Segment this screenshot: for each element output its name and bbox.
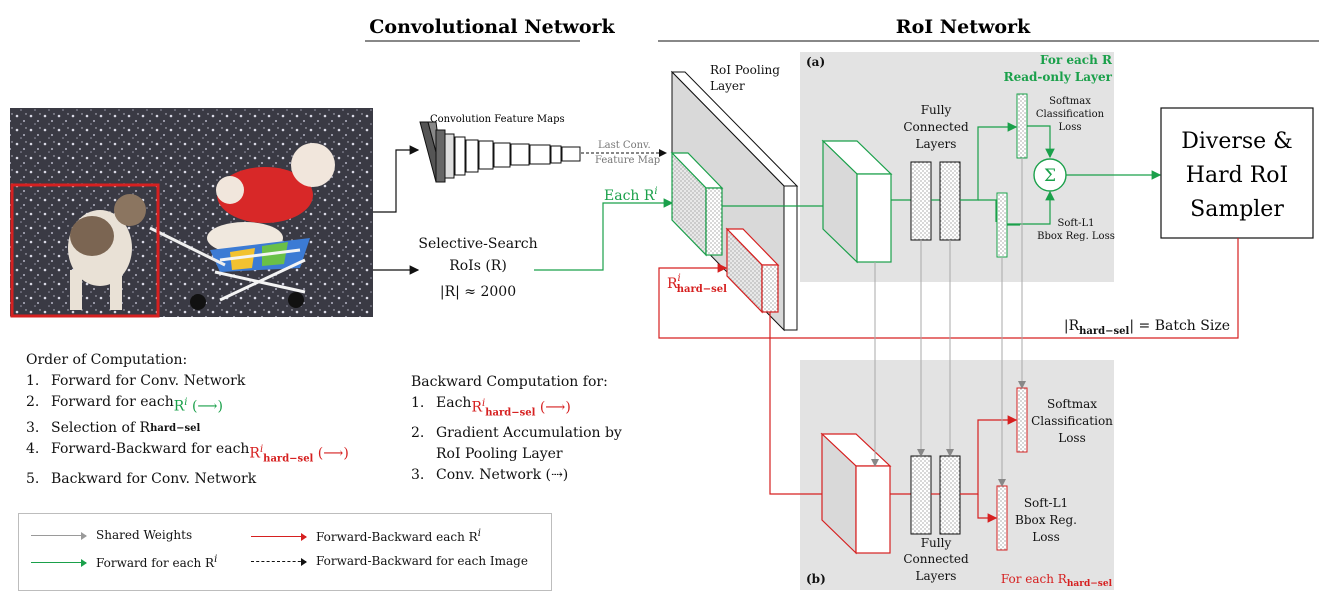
order-item: 1.Forward for Conv. Network <box>26 373 246 389</box>
selected-roi-box <box>10 183 160 318</box>
softmax-a-layer <box>1016 93 1028 159</box>
fc-b-label-1: Fully <box>921 536 952 550</box>
feature-map-label: Feature Map <box>595 155 660 166</box>
softmax-b-label-1: Softmax <box>1047 397 1097 411</box>
softl1-a-label-1: Soft-L1 <box>1058 218 1095 229</box>
sampler-label-3: Sampler <box>1190 197 1284 222</box>
input-photo <box>10 108 373 317</box>
backward-item: 1.Each Rihard−sel (⟶) <box>411 395 571 419</box>
ri-roi-box <box>670 151 724 257</box>
order-of-computation: Order of Computation: 1.Forward for Conv… <box>26 350 396 490</box>
order-title: Order of Computation: <box>26 352 188 368</box>
fc-b-to-softl1 <box>977 494 998 523</box>
roi-feature-cube-a <box>821 139 893 264</box>
order-item: 2.Forward for each Ri (⟶) <box>26 394 223 415</box>
sampler-label-2: Hard RoI <box>1186 163 1288 188</box>
fc-b-to-softmax <box>960 415 1018 495</box>
batch-size-label: |Rhard−sel| = Batch Size <box>1064 318 1230 337</box>
order-item: 5.Backward for Conv. Network <box>26 471 257 488</box>
softmax-to-sigma <box>1027 125 1055 159</box>
panel-b-label: (b) <box>806 572 826 586</box>
rois-label: RoIs (R) <box>449 258 507 274</box>
roi-pooling-label-2: Layer <box>710 79 745 93</box>
roi-feature-cube-b <box>820 432 892 555</box>
sampler-feedback-path <box>658 238 1239 339</box>
shared-weight-links <box>871 158 1026 487</box>
backward-item: RoI Pooling Layer <box>436 446 563 463</box>
sigma-symbol: Σ <box>1044 166 1056 186</box>
softmax-a-label-3: Loss <box>1059 122 1082 133</box>
selective-search-label: Selective-Search <box>418 236 537 252</box>
for-each-r-hard-label: For each Rhard−sel <box>1001 572 1113 589</box>
softl1-b-label-1: Soft-L1 <box>1024 496 1068 510</box>
fc-b-layer-1 <box>910 455 932 535</box>
for-each-r-label: For each R <box>1040 53 1113 67</box>
fc-b-layer-2 <box>939 455 961 535</box>
softmax-b-label-3: Loss <box>1058 431 1086 445</box>
legend: Shared Weights Forward for each Ri Forwa… <box>18 513 552 591</box>
each-ri-label: Each Ri <box>604 186 658 204</box>
softl1-b-label-2: Bbox Reg. <box>1015 513 1077 527</box>
softmax-a-label-1: Softmax <box>1049 96 1091 107</box>
fc-a-label-3: Layers <box>916 137 957 151</box>
fc-a-to-softl1 <box>978 199 997 222</box>
backward-computation: Backward Computation for: 1.Each Rihard−… <box>411 372 651 486</box>
fc-b-label-3: Layers <box>916 569 957 583</box>
softl1-to-sigma <box>1007 190 1055 225</box>
legend-shared-weights: Shared Weights <box>31 528 192 542</box>
sampler-label-1: Diverse & <box>1181 129 1293 154</box>
softl1-a-layer <box>996 192 1008 258</box>
softmax-b-layer <box>1016 387 1028 453</box>
roi-pooling-label: RoI Pooling <box>710 63 780 77</box>
fc-b-label-2: Connected <box>903 552 969 566</box>
softmax-a-label-2: Classification <box>1036 109 1105 120</box>
legend-forward-each: Forward for each Ri <box>31 554 217 570</box>
diverse-hard-roi-sampler <box>1160 107 1314 239</box>
softl1-a-label-2: Bbox Reg. Loss <box>1037 231 1115 242</box>
softl1-b-layer <box>996 485 1008 551</box>
backward-title: Backward Computation for: <box>411 374 608 390</box>
photo-to-conv-arrow <box>373 145 420 213</box>
read-only-layer-label: Read-only Layer <box>1004 70 1113 84</box>
softl1-b-label-3: Loss <box>1032 530 1060 544</box>
rois-count-label: |R| ≈ 2000 <box>440 284 516 300</box>
ri-forward-path <box>534 198 674 271</box>
conv-feature-maps-label: Convolution Feature Maps <box>430 114 565 125</box>
fc-a-to-softmax <box>960 122 1018 201</box>
conv-feature-maps <box>419 121 581 183</box>
legend-fb-image: Forward-Backward for each Image <box>251 554 528 568</box>
fc-a-layer-2 <box>939 161 961 241</box>
fc-a-layer-1 <box>910 161 932 241</box>
legend-fb-each: Forward-Backward each Ri <box>251 528 481 544</box>
panel-a-label: (a) <box>806 55 825 69</box>
heading-conv-network: Convolutional Network <box>369 16 615 38</box>
r-hard-sel-roi-box <box>725 227 780 314</box>
backward-item: 2.Gradient Accumulation by <box>411 425 622 442</box>
order-item: 4.Forward-Backward for each Rihard−sel (… <box>26 440 349 465</box>
backward-item: 3.Conv. Network (⇢) <box>411 467 569 484</box>
last-conv-label: Last Conv. <box>598 140 651 151</box>
softmax-b-label-2: Classification <box>1031 414 1113 428</box>
heading-roi-network: RoI Network <box>896 16 1031 38</box>
fc-a-label-2: Connected <box>903 120 969 134</box>
r-hard-to-fc-b-arrow <box>769 312 837 499</box>
fc-a-label-1: Fully <box>921 103 952 117</box>
